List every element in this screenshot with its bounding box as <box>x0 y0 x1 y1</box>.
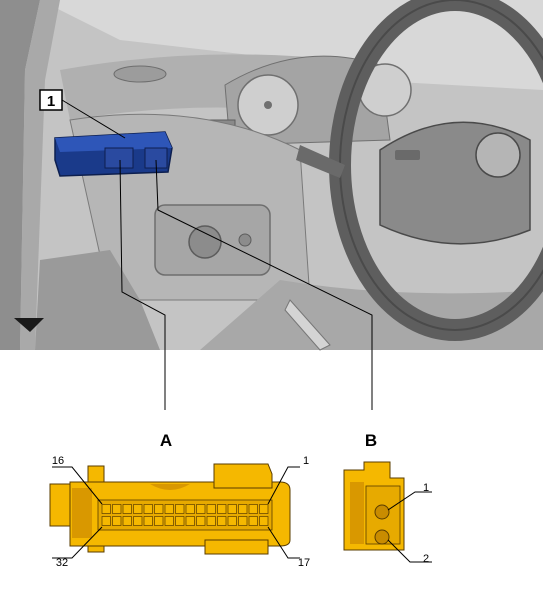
pin-cavity <box>175 504 185 514</box>
pin-cavity <box>101 504 111 514</box>
pin-cavity <box>185 516 195 526</box>
pin-cavity <box>248 516 258 526</box>
orientation-marker <box>14 318 44 332</box>
pin-label-b1: 1 <box>423 482 429 494</box>
pin-cavity <box>143 516 153 526</box>
pin-label-17: 17 <box>298 557 310 569</box>
pin-label-b2: 2 <box>423 553 429 565</box>
pin-cavity <box>154 516 164 526</box>
pin-cavity <box>112 516 122 526</box>
pin-cavity <box>143 504 153 514</box>
pin-cavity <box>259 516 269 526</box>
connector-b-pin-callouts <box>387 491 432 563</box>
pin-cavity <box>196 516 206 526</box>
leader-lines <box>119 159 373 410</box>
pin-cavity <box>122 516 132 526</box>
control-module <box>54 131 173 177</box>
pin-cavity <box>122 504 132 514</box>
pin-cavity <box>238 504 248 514</box>
pin-cavity <box>133 516 143 526</box>
pin-cavity <box>185 504 195 514</box>
pin-cavity <box>217 516 227 526</box>
connector-a <box>49 463 291 555</box>
pin-cavity <box>133 504 143 514</box>
connector-a-label: A <box>160 431 172 450</box>
dashboard-illustration <box>0 0 543 351</box>
callout-1: 1 <box>39 89 126 139</box>
pin-cavity <box>217 504 227 514</box>
pin-cavity <box>196 504 206 514</box>
pin-cavity <box>206 516 216 526</box>
pin-cavity <box>259 504 269 514</box>
pin-cavity <box>238 516 248 526</box>
pin-cavity <box>164 504 174 514</box>
pin-cavity <box>164 516 174 526</box>
connector-b-label: B <box>365 431 377 450</box>
pin-cavity <box>227 516 237 526</box>
pin-cavity <box>154 504 164 514</box>
pin-label-32: 32 <box>56 557 68 569</box>
pin-cavity <box>248 504 258 514</box>
callout-1-text: 1 <box>47 93 55 110</box>
pin-cavity <box>227 504 237 514</box>
connector-b <box>343 461 405 551</box>
pin-label-16: 16 <box>52 455 64 467</box>
pin-cavity <box>206 504 216 514</box>
pin-cavity <box>101 516 111 526</box>
pin-cavity <box>112 504 122 514</box>
connector-a-pin-callouts <box>52 466 300 559</box>
pin-label-1: 1 <box>303 455 309 467</box>
pin-cavity <box>175 516 185 526</box>
